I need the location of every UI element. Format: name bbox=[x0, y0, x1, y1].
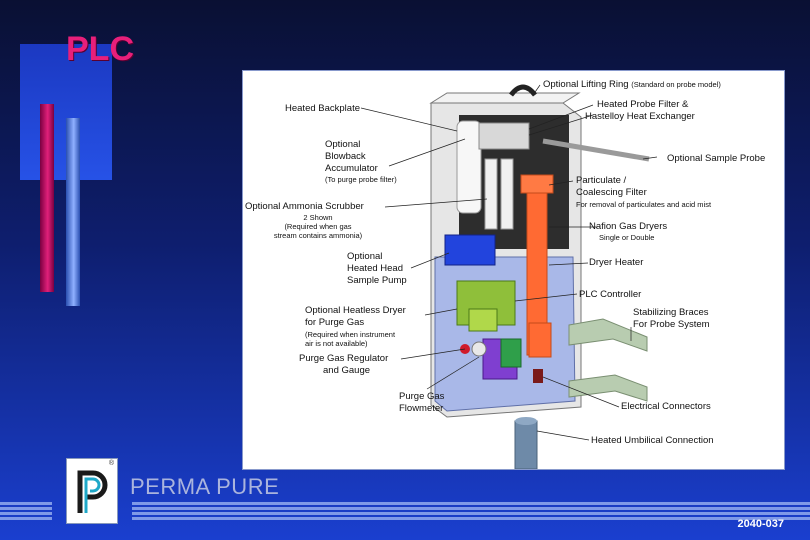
label-particulate-note: For removal of particulates and acid mis… bbox=[576, 200, 712, 209]
logo-registered-mark: ® bbox=[108, 460, 114, 467]
label-blowback-note: (To purge probe filter) bbox=[325, 175, 397, 184]
label-blowback-2: Blowback bbox=[325, 151, 366, 162]
label-flowmeter-2: Flowmeter bbox=[399, 403, 444, 414]
label-nafion: Nafion Gas Dryers bbox=[589, 221, 668, 232]
slide-code: 2040-037 bbox=[737, 518, 785, 530]
label-heatless-2: for Purge Gas bbox=[305, 317, 365, 328]
label-plc-controller: PLC Controller bbox=[579, 289, 642, 300]
label-electrical-connectors: Electrical Connectors bbox=[621, 401, 711, 412]
label-blowback-1: Optional bbox=[325, 139, 361, 150]
label-ammonia-note-2: (Required when gas bbox=[284, 222, 352, 231]
decorative-pink-bar bbox=[40, 104, 54, 292]
perma-pure-logo-icon: ® bbox=[66, 458, 118, 524]
label-braces-1: Stabilizing Braces bbox=[633, 307, 709, 318]
label-umbilical: Heated Umbilical Connection bbox=[591, 435, 714, 446]
label-particulate-2: Coalescing Filter bbox=[576, 187, 647, 198]
label-regulator-1: Purge Gas Regulator bbox=[299, 353, 389, 364]
label-pump-3: Sample Pump bbox=[347, 275, 407, 286]
label-nafion-note: Single or Double bbox=[599, 233, 655, 242]
plc-system-diagram: Optional Lifting Ring (Standard on probe… bbox=[242, 70, 785, 470]
cabinet-illustration bbox=[360, 84, 658, 469]
label-heatless-1: Optional Heatless Dryer bbox=[305, 305, 406, 316]
label-ammonia-note-3: stream contains ammonia) bbox=[273, 231, 363, 240]
label-flowmeter-1: Purge Gas bbox=[399, 391, 445, 402]
label-heated-probe-filter: Heated Probe Filter & bbox=[597, 99, 689, 110]
label-blowback-3: Accumulator bbox=[325, 163, 378, 174]
label-pump-1: Optional bbox=[347, 251, 383, 262]
decorative-stripes-left bbox=[0, 502, 52, 520]
label-lifting-ring: Optional Lifting Ring (Standard on probe… bbox=[543, 79, 721, 90]
label-sample-probe: Optional Sample Probe bbox=[667, 153, 766, 164]
label-lifting-ring-note: (Standard on probe model) bbox=[631, 80, 721, 89]
label-ammonia-scrubber: Optional Ammonia Scrubber bbox=[245, 201, 364, 212]
label-regulator-2: and Gauge bbox=[323, 365, 371, 376]
label-dryer-heater: Dryer Heater bbox=[589, 257, 644, 268]
label-pump-2: Heated Head bbox=[347, 263, 403, 274]
label-braces-2: For Probe System bbox=[633, 319, 710, 330]
label-heatless-note-2: air is not available) bbox=[305, 339, 368, 348]
label-heatless-note-1: (Required when instrument bbox=[305, 330, 396, 339]
brand-name: PERMA PURE bbox=[130, 474, 280, 499]
slide-title: PLC bbox=[66, 30, 134, 68]
label-heated-backplate: Heated Backplate bbox=[285, 103, 360, 114]
label-hastelloy: Hastelloy Heat Exchanger bbox=[585, 111, 695, 122]
decorative-stripes-right bbox=[132, 502, 810, 520]
decorative-light-blue-bar bbox=[66, 118, 80, 306]
label-particulate-1: Particulate / bbox=[576, 175, 627, 186]
label-ammonia-note-1: 2 Shown bbox=[303, 213, 333, 222]
label-lifting-ring-text: Optional Lifting Ring bbox=[543, 79, 629, 90]
